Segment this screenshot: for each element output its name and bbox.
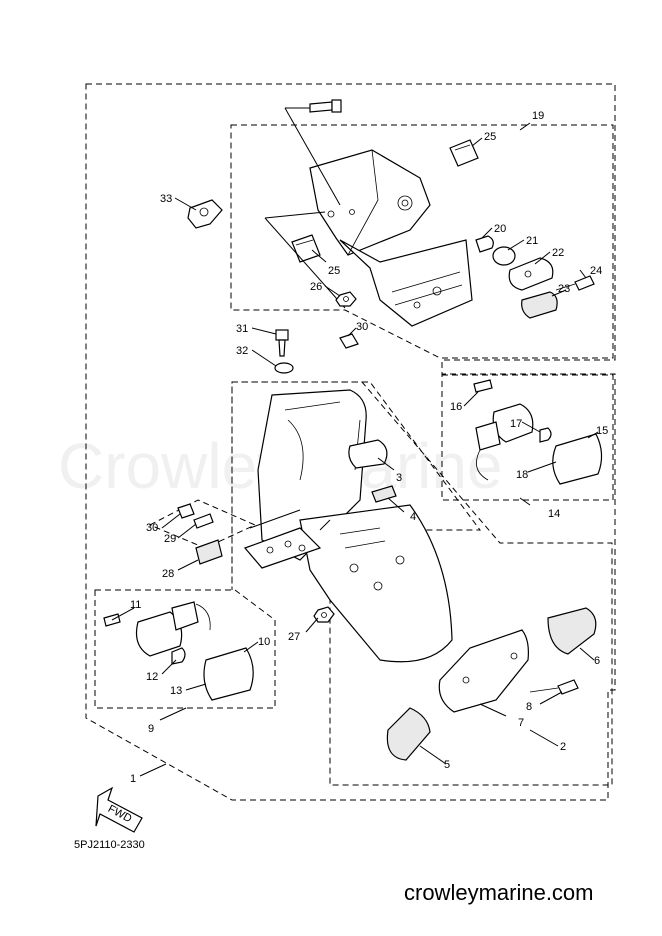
callout-25-upper: 25 [484,131,496,143]
callout-13: 13 [170,685,182,697]
callout-8: 8 [526,701,532,713]
assembly-2-boundary [231,381,613,786]
gasket-21 [492,246,516,266]
callout-7: 7 [518,717,524,729]
assembly-14-boundary [441,374,614,501]
rear-fender [257,389,453,663]
callout-26: 26 [310,281,322,293]
bulb-3 [348,439,388,469]
callout-14: 14 [548,508,560,520]
callout-27: 27 [288,631,300,643]
callout-30-lower: 30 [146,522,158,534]
callout-12: 12 [146,671,158,683]
callout-33: 33 [160,193,172,205]
callout-21: 21 [526,235,538,247]
callout-23: 23 [558,283,570,295]
callout-20: 20 [494,223,506,235]
clip-nut-30-lower [177,503,195,519]
callout-32: 32 [236,345,248,357]
assembly-9-boundary [94,589,276,709]
clip-33 [187,199,223,229]
callout-18: 18 [516,469,528,481]
callout-17: 17 [510,418,522,430]
lens-22 [508,257,554,291]
leader-housing-mount [264,211,346,309]
pad-28 [195,539,223,565]
callout-29: 29 [164,533,176,545]
callout-19: 19 [532,110,544,122]
callout-16: 16 [450,401,462,413]
turn-signal-14 [475,403,603,485]
bulb-20 [475,235,494,253]
website-text: crowleymarine.com [404,880,594,905]
callout-25-lower: 25 [328,265,340,277]
callout-30-upper: 30 [356,321,368,333]
callout-2: 2 [560,741,566,753]
screw-top [285,99,342,113]
screw-16 [473,379,493,393]
leader-screw-top [284,107,341,206]
grommet-25-lower [291,234,321,263]
assembly-19-boundary [230,124,614,359]
reflector-6 [547,607,597,655]
screw-24 [555,275,595,291]
callout-1: 1 [130,773,136,785]
bracket-box-lines [148,499,257,549]
assembly-1-boundary [85,83,616,801]
plate-bracket [243,527,322,569]
callout-4: 4 [410,511,416,523]
callout-5: 5 [444,759,450,771]
callout-3: 3 [396,472,402,484]
callout-28: 28 [162,568,174,580]
pad-4 [371,485,397,503]
clip-nut-30-upper [339,333,359,349]
nut-27 [313,606,335,623]
turn-signal-9 [135,601,254,701]
lens-7 [438,629,529,713]
callout-6: 6 [594,655,600,667]
callout-10: 10 [258,636,270,648]
screw-8 [529,679,579,695]
bolt-31 [275,329,289,357]
fwd-arrow-icon: FWD [95,786,143,833]
callout-22: 22 [552,247,564,259]
callout-9: 9 [148,723,154,735]
nut-26 [335,291,357,307]
tail-light-housing [309,149,473,327]
grommet-25-upper [449,139,479,167]
part-code: 5PJ2110-2330 [74,839,145,851]
callout-labels: 19 25 33 25 26 20 21 22 24 23 31 32 30 1… [130,110,608,785]
callout-24: 24 [590,265,602,277]
reflector-23 [521,291,558,319]
callout-15: 15 [596,425,608,437]
reflector-5 [386,707,431,761]
washer-32 [274,362,294,374]
callout-11: 11 [130,599,141,611]
screw-29 [193,513,214,529]
callout-31: 31 [236,323,248,335]
leader-lines [111,122,599,777]
